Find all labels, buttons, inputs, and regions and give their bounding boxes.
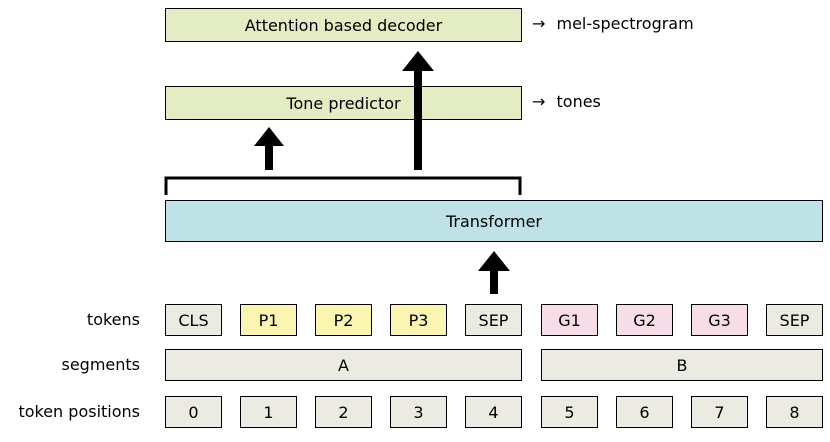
position-box: 3 (390, 396, 447, 428)
token-box: SEP (766, 304, 823, 336)
token-label: P1 (258, 310, 279, 330)
token-box: P2 (315, 304, 372, 336)
position-box: 1 (240, 396, 297, 428)
transformer-label: Transformer (445, 211, 542, 231)
segments-row-label: segments (61, 355, 140, 374)
position-box: 2 (315, 396, 372, 428)
token-label: G1 (558, 310, 581, 330)
position-label: 5 (564, 402, 575, 422)
positions-row-label: token positions (18, 402, 140, 421)
token-box: SEP (465, 304, 522, 336)
token-label: P3 (408, 310, 429, 330)
decoder-output-arrow: → (532, 14, 546, 33)
token-box: CLS (165, 304, 222, 336)
position-label: 4 (488, 402, 499, 422)
position-box: 4 (465, 396, 522, 428)
segment-b: B (541, 349, 823, 381)
token-box: G1 (541, 304, 598, 336)
transformer-bracket (164, 176, 522, 195)
tone-predictor-output: → tones (532, 92, 601, 111)
tone-predictor-box: Tone predictor (165, 86, 522, 120)
token-box: G2 (616, 304, 673, 336)
token-label: SEP (779, 310, 810, 330)
token-label: G3 (708, 310, 731, 330)
position-label: 3 (413, 402, 424, 422)
tone-predictor-output-label: tones (556, 92, 601, 111)
segment-a: A (165, 349, 522, 381)
position-box: 0 (165, 396, 222, 428)
position-label: 7 (714, 402, 725, 422)
position-label: 0 (188, 402, 199, 422)
token-label: G2 (633, 310, 656, 330)
position-label: 6 (639, 402, 650, 422)
decoder-output-label: mel-spectrogram (556, 14, 694, 33)
attention-decoder-label: Attention based decoder (244, 15, 443, 35)
tone-predictor-label: Tone predictor (286, 93, 401, 113)
position-label: 1 (263, 402, 274, 422)
attention-decoder-box: Attention based decoder (165, 8, 522, 42)
arrow-to-tone-predictor (254, 127, 284, 170)
tokens-row-label: tokens (86, 310, 140, 329)
arrow-into-transformer (478, 251, 510, 294)
tone-predictor-output-arrow: → (532, 92, 546, 111)
transformer-box: Transformer (165, 200, 823, 242)
position-label: 2 (338, 402, 349, 422)
token-label: CLS (178, 310, 209, 330)
segment-b-label: B (676, 355, 688, 375)
arrow-to-decoder (402, 51, 434, 170)
token-label: SEP (478, 310, 509, 330)
segment-a-label: A (338, 355, 349, 375)
position-box: 7 (691, 396, 748, 428)
decoder-output: → mel-spectrogram (532, 14, 694, 33)
position-box: 5 (541, 396, 598, 428)
position-box: 8 (766, 396, 823, 428)
token-box: P1 (240, 304, 297, 336)
token-label: P2 (333, 310, 354, 330)
token-box: G3 (691, 304, 748, 336)
position-box: 6 (616, 396, 673, 428)
position-label: 8 (789, 402, 800, 422)
token-box: P3 (390, 304, 447, 336)
